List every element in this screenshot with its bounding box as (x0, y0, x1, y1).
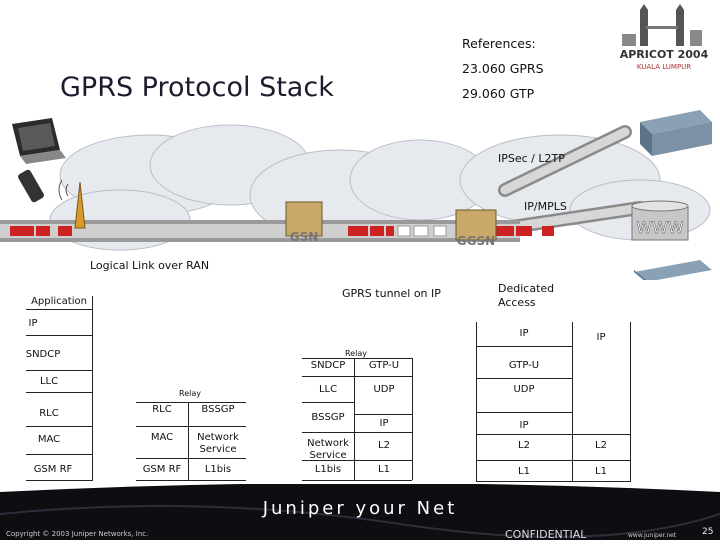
bss-left-layer: MAC (150, 432, 174, 443)
sgsn-right-layer: L2 (378, 440, 390, 451)
bss-stack: Relay RLC MAC GSM RF BSSGP Network Servi… (136, 382, 246, 482)
ms-layer: SNDCP (25, 349, 61, 360)
sgsn-right-layer: GTP-U (368, 360, 400, 371)
sgsn-left-layer: L1bis (314, 464, 342, 475)
tunnel-packet-icon (348, 225, 447, 237)
bts-tower-icon (58, 179, 86, 229)
mobile-phone-icon (18, 169, 44, 203)
references-heading: References: (462, 36, 536, 51)
dedicated-access-label: Dedicated Access (498, 282, 555, 309)
bss-right-layer: L1bis (204, 464, 232, 475)
host-layer: L1 (595, 466, 607, 477)
www-cylinder-icon: WWW (631, 200, 689, 241)
ggsn-layer: IP (519, 420, 529, 431)
copyright: Copyright © 2003 Juniper Networks, Inc. (6, 530, 149, 538)
reference-gprs: 23.060 GPRS (462, 61, 544, 76)
ggsn-layer: GTP-U (508, 360, 540, 371)
host-stack: IP L2 L1 (572, 322, 631, 482)
host-layer: IP (596, 332, 606, 343)
network-diagram: GSN GGSN WWW (0, 110, 720, 282)
ggsn-label: GGSN (457, 234, 495, 248)
sgsn-left-layer: BSSGP (311, 412, 345, 423)
sgsn-relay-label: Relay (345, 349, 367, 358)
ms-layer: MAC (37, 434, 61, 445)
brand-text: Juniper your Net (262, 498, 458, 519)
page-number: 25 (702, 527, 714, 537)
sgsn-router-icon: GSN (285, 201, 323, 244)
www-label: WWW (636, 218, 684, 237)
mpls-tunnel (498, 201, 647, 235)
ms-layer: Application (31, 296, 87, 307)
ms-layer: GSM RF (33, 464, 73, 475)
bss-relay-label: Relay (179, 389, 201, 398)
bss-left-layer: GSM RF (142, 464, 182, 475)
bss-right-layer: Network Service (197, 432, 239, 455)
bss-left-layer: RLC (152, 404, 172, 415)
ggsn-layer: L1 (518, 466, 530, 477)
ggsn-stack: IP GTP-U UDP IP L2 L1 (476, 322, 573, 482)
apricot-logo: APRICOT 2004 KUALA LUMPUR (612, 4, 716, 74)
server-building-icon (640, 110, 712, 156)
logo-line2: KUALA LUMPUR (637, 63, 691, 71)
ggsn-router-icon: GGSN (455, 209, 497, 248)
ggsn-packet-icon (494, 226, 554, 236)
sgsn-right-layer: L1 (378, 464, 390, 475)
ms-layer: RLC (39, 408, 59, 419)
sgsn-label: GSN (290, 230, 319, 244)
ms-layer: LLC (39, 376, 59, 387)
sgsn-left-layer: SNDCP (310, 360, 346, 371)
gprs-tunnel-label: GPRS tunnel on IP (342, 287, 441, 300)
sgsn-left-layer: Network Service (307, 438, 349, 461)
ms-layer: IP (28, 318, 38, 329)
server-building-icon (634, 260, 712, 282)
ipmpls-label: IP/MPLS (524, 200, 567, 213)
logical-link-label: Logical Link over RAN (90, 259, 209, 272)
bss-right-layer: BSSGP (201, 404, 235, 415)
sgsn-right-layer: IP (379, 418, 389, 429)
laptop-icon (12, 118, 66, 164)
ggsn-layer: IP (519, 328, 529, 339)
sgsn-right-layer: UDP (373, 384, 395, 395)
ggsn-layer: UDP (513, 384, 535, 395)
confidential-label: CONFIDENTIAL (505, 528, 587, 541)
reference-gtp: 29.060 GTP (462, 86, 535, 101)
host-layer: L2 (595, 440, 607, 451)
site-url: www.juniper.net (628, 532, 677, 539)
footer-banner: Juniper your Net (0, 483, 720, 540)
packet-icon (10, 226, 72, 236)
ggsn-layer: L2 (518, 440, 530, 451)
ipsec-tunnel (498, 125, 632, 197)
page-title: GPRS Protocol Stack (60, 72, 334, 103)
sgsn-stack: Relay SNDCP LLC BSSGP Network Service L1… (302, 342, 413, 482)
logo-line1: APRICOT 2004 (620, 48, 709, 61)
ipsec-label: IPSec / L2TP (498, 152, 565, 165)
sgsn-left-layer: LLC (318, 384, 338, 395)
ms-stack: Application IP SNDCP LLC RLC MAC GSM RF (26, 296, 93, 482)
